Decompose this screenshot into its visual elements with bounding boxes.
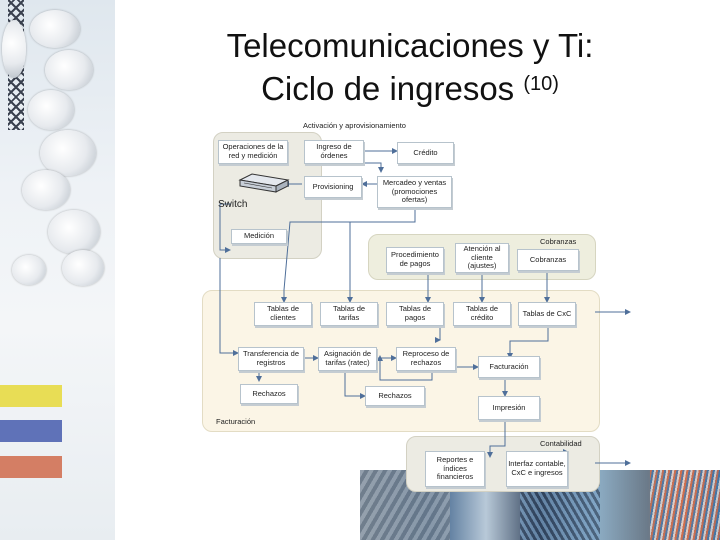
credit-tables-box: Tablas de crédito <box>453 302 511 326</box>
collections-label: Cobranzas <box>540 237 577 246</box>
network-operations-box: Operaciones de la red y medición <box>218 140 288 164</box>
rating-box: Asignación de tarifas (ratec) <box>318 347 377 371</box>
switch-icon <box>238 172 290 194</box>
title-superscript: (10) <box>523 73 559 95</box>
billing-label: Facturación <box>216 417 256 426</box>
rate-tables-box: Tablas de tarifas <box>320 302 378 326</box>
order-entry-box: Ingreso de órdenes <box>304 140 364 164</box>
connector-lines <box>219 148 631 466</box>
credit-box: Crédito <box>397 142 454 164</box>
printing-box: Impresión <box>478 396 540 420</box>
dish-graphic <box>30 10 80 48</box>
red-stripe <box>0 456 62 478</box>
dish-graphic <box>28 90 74 130</box>
dish-graphic <box>62 250 104 286</box>
slide-title: Telecomunicaciones y Ti: Ciclo de ingres… <box>130 24 690 110</box>
reject-reprocess-box: Reproceso de rechazos <box>396 347 456 371</box>
accounting-interface-box: Interfaz contable, CxC e ingresos <box>506 451 568 487</box>
dish-graphic <box>45 50 93 90</box>
bottom-photo-strip <box>360 470 720 540</box>
collections-box: Cobranzas <box>517 249 579 271</box>
dish-graphic <box>12 255 46 285</box>
dish-graphic <box>40 130 96 176</box>
customer-service-box: Atención al cliente (ajustes) <box>455 243 509 273</box>
ar-tables-box: Tablas de CxC <box>518 302 576 326</box>
billing-process-box: Facturación <box>478 356 540 378</box>
left-decorative-image <box>0 0 115 540</box>
activation-label: Activación y aprovisionamiento <box>303 121 406 130</box>
yellow-stripe <box>0 385 62 407</box>
record-transfer-box: Transferencia de registros <box>238 347 304 371</box>
accounting-label: Contabilidad <box>540 439 582 448</box>
metering-box: Medición <box>231 229 287 244</box>
payment-processing-box: Procedimiento de pagos <box>386 247 444 273</box>
customer-tables-box: Tablas de clientes <box>254 302 312 326</box>
rejects-box: Rechazos <box>240 384 298 404</box>
rejects-box: Rechazos <box>365 386 425 406</box>
dish-graphic <box>22 170 70 210</box>
title-line-2: Ciclo de ingresos (10) <box>130 67 690 110</box>
revenue-cycle-diagram: Activación y aprovisionamiento Cobranzas… <box>200 118 631 492</box>
photo-segment <box>650 470 720 540</box>
payment-tables-box: Tablas de pagos <box>386 302 444 326</box>
title-line-1: Telecomunicaciones y Ti: <box>226 27 594 64</box>
financial-reports-box: Reportes e índices financieros <box>425 451 485 487</box>
dish-graphic <box>2 20 26 78</box>
dish-graphic <box>48 210 100 254</box>
switch-label: Switch <box>218 199 248 210</box>
marketing-box: Mercadeo y ventas (promociones ofertas) <box>377 176 452 208</box>
title-line-2-text: Ciclo de ingresos <box>261 70 515 107</box>
blue-stripe <box>0 420 62 442</box>
provisioning-box: Provisioning <box>304 176 362 198</box>
